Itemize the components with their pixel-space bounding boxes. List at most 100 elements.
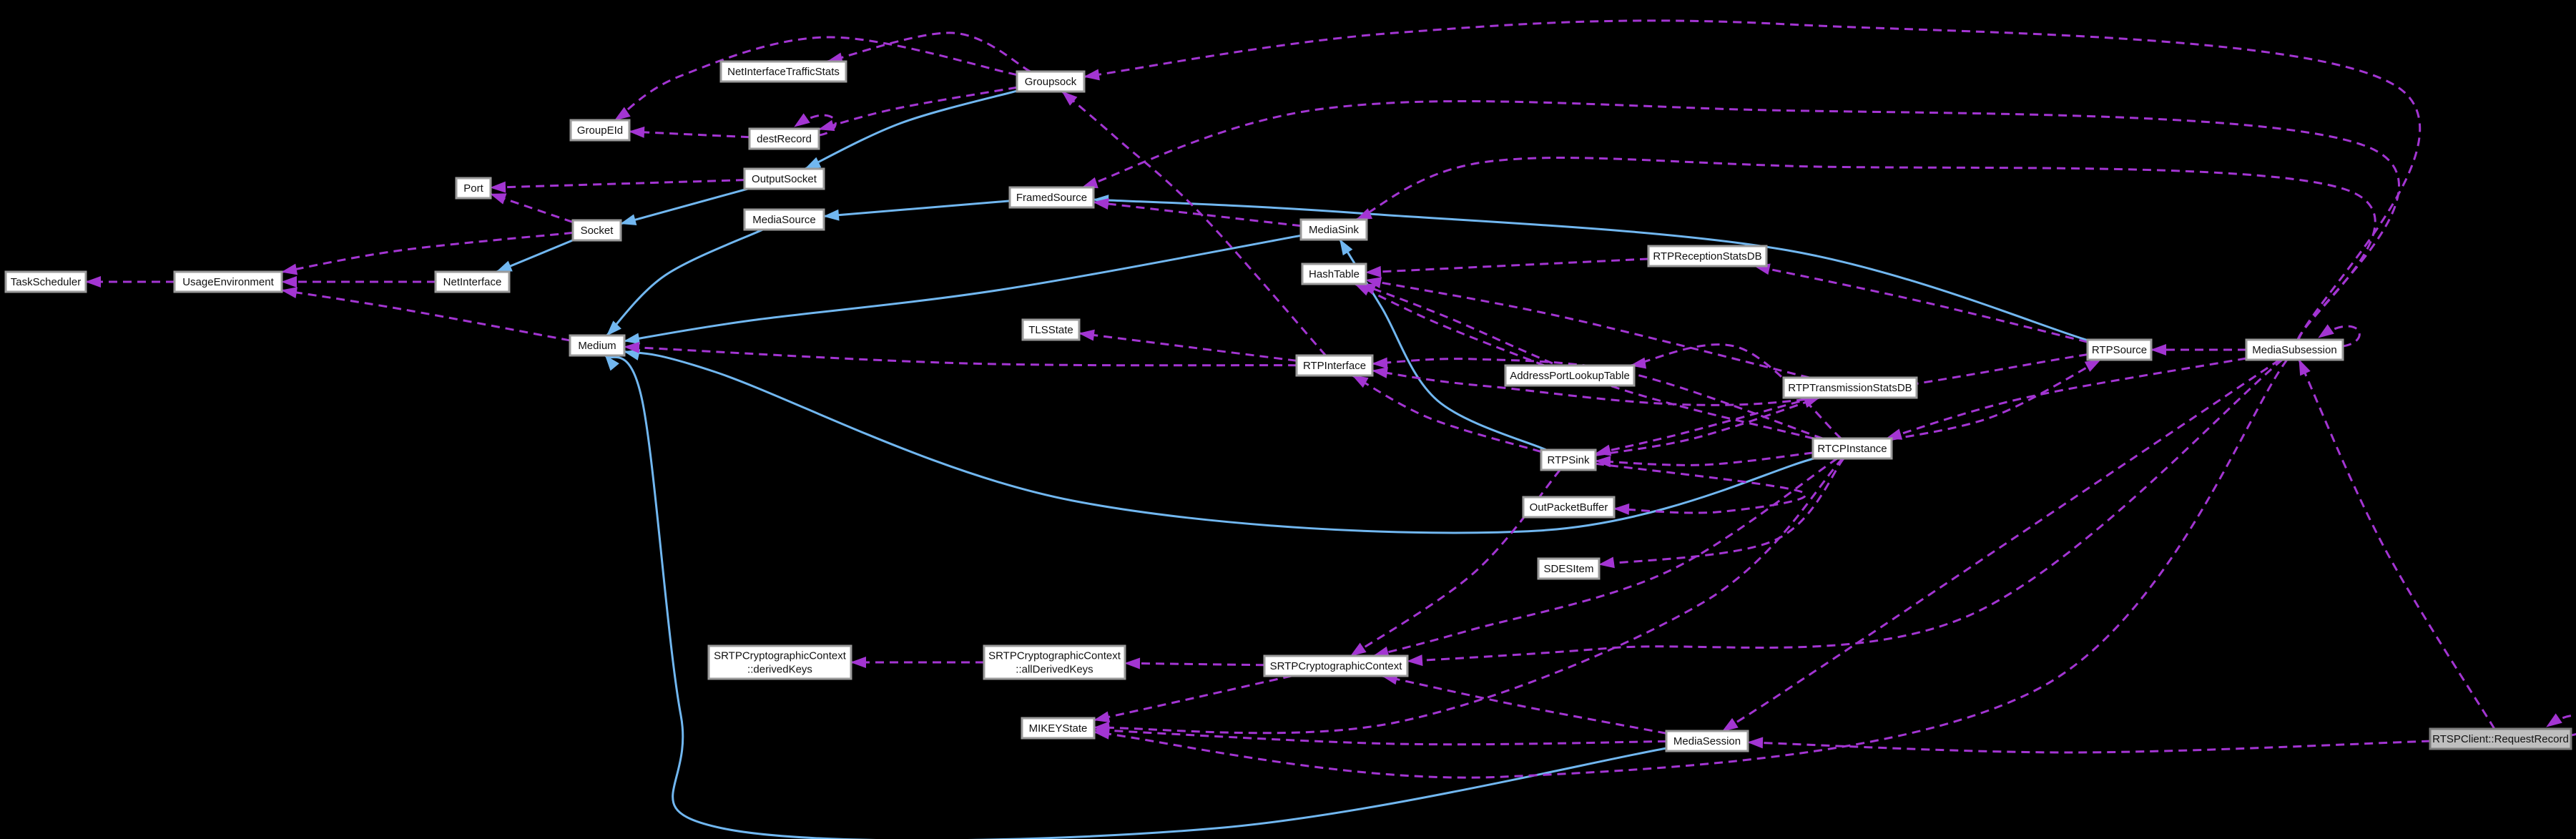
node-FramedSource[interactable]: FramedSource xyxy=(1008,186,1095,209)
edge-sock-ni-inherits xyxy=(496,239,574,273)
node-label: HashTable xyxy=(1309,268,1360,280)
node-OutPacketBuffer[interactable]: OutPacketBuffer xyxy=(1522,496,1616,519)
node-label: RTPInterface xyxy=(1303,360,1366,372)
node-NetInterface[interactable]: NetInterface xyxy=(434,270,511,293)
node-label: SRTPCryptographicContext xyxy=(714,650,847,662)
edge-msk-md-inherits xyxy=(624,234,1302,345)
node-label: RTCPInstance xyxy=(1817,443,1887,455)
node-HashTable[interactable]: HashTable xyxy=(1301,263,1367,285)
node-RTPInterface[interactable]: RTPInterface xyxy=(1295,354,1374,377)
node-label: MediaSource xyxy=(752,214,815,226)
node-MediaSink[interactable]: MediaSink xyxy=(1299,218,1368,241)
edge-msess-md-inherits xyxy=(604,354,1667,839)
node-SRTPCryptographicContext::allDerivedKeys[interactable]: SRTPCryptographicContext::allDerivedKeys xyxy=(983,644,1126,680)
edge-rsk-rtpi-uses xyxy=(1352,374,1542,453)
node-TLSState[interactable]: TLSState xyxy=(1021,318,1081,341)
node-RTPReceptionStatsDB[interactable]: RTPReceptionStatsDB xyxy=(1647,245,1768,268)
edge-rsk-sctx-uses xyxy=(1350,469,1561,657)
edge-rtcp-rsk-uses xyxy=(1595,451,1814,468)
node-Socket[interactable]: Socket xyxy=(571,219,622,242)
node-RTPTransmissionStatsDB[interactable]: RTPTransmissionStatsDB xyxy=(1782,376,1918,399)
node-destRecord[interactable]: destRecord xyxy=(748,127,820,150)
edge-msub-fs-uses xyxy=(1081,100,2400,340)
edges-layer xyxy=(85,19,2576,839)
node-label: NetInterfaceTrafficStats xyxy=(727,66,840,78)
edge-msub-mikey-uses xyxy=(1093,359,2289,779)
node-label: OutPacketBuffer xyxy=(1530,501,1608,514)
node-label: AddressPortLookupTable xyxy=(1510,370,1630,382)
edge-rsrc-fs-inherits xyxy=(1093,195,2088,342)
node-RTPSource[interactable]: RTPSource xyxy=(2086,338,2153,361)
node-GroupEId[interactable]: GroupEId xyxy=(569,119,631,142)
edge-rtdb-rsk-uses xyxy=(1595,396,1814,456)
node-Groupsock[interactable]: Groupsock xyxy=(1016,70,1086,93)
edge-rtcp-aplt-uses xyxy=(1630,343,1842,440)
node-label: NetInterface xyxy=(443,276,502,288)
node-label: SRTPCryptographicContext xyxy=(1270,660,1403,672)
node-SDESItem[interactable]: SDESItem xyxy=(1537,557,1601,580)
node-label: Groupsock xyxy=(1025,76,1077,88)
edge-msess-sctx-uses xyxy=(1381,673,1667,735)
edge-aplt-ht-uses xyxy=(1354,283,1545,367)
node-label: destRecord xyxy=(757,133,812,145)
edge-rsk-opb-uses xyxy=(1595,462,1807,515)
edge-gs-os-inherits xyxy=(804,89,1018,170)
node-Medium[interactable]: Medium xyxy=(569,334,626,357)
node-label: RTPSource xyxy=(2092,344,2147,356)
node-label: MediaSubsession xyxy=(2252,344,2336,356)
node-label: OutputSocket xyxy=(752,173,817,185)
edge-sctx-adk-uses xyxy=(1124,657,1265,669)
node-AddressPortLookupTable[interactable]: AddressPortLookupTable xyxy=(1504,364,1636,387)
node-label: UsageEnvironment xyxy=(182,276,274,288)
node-UsageEnvironment[interactable]: UsageEnvironment xyxy=(173,270,283,293)
node-RTPSink[interactable]: RTPSink xyxy=(1540,448,1597,471)
node-Port[interactable]: Port xyxy=(455,177,492,200)
edge-rtcp-sdes-uses xyxy=(1598,458,1845,569)
edge-rtpi-gs-uses xyxy=(1061,90,1327,356)
node-label: RTPSink xyxy=(1548,454,1590,466)
node-NetInterfaceTrafficStats[interactable]: NetInterfaceTrafficStats xyxy=(719,60,847,83)
node-label: MediaSession xyxy=(1673,735,1741,747)
edge-gs-dr-uses xyxy=(818,86,1018,132)
node-label: ::derivedKeys xyxy=(747,664,812,676)
edge-msub-msk-uses xyxy=(1355,157,2376,340)
edge-msk-fs-uses xyxy=(1093,198,1302,227)
edge-gs-nits-uses xyxy=(826,31,1031,73)
node-RTCPInstance[interactable]: RTCPInstance xyxy=(1811,437,1893,460)
edge-rtpi-tls-uses xyxy=(1078,329,1297,362)
edge-rr-msess-uses xyxy=(1747,737,2431,754)
node-label: ::allDerivedKeys xyxy=(1016,664,1093,676)
node-MIKEYState[interactable]: MIKEYState xyxy=(1021,717,1096,740)
node-MediaSubsession[interactable]: MediaSubsession xyxy=(2245,338,2344,361)
edge-rtdb-ht-uses xyxy=(1365,277,1810,379)
edge-fs-ms-inherits xyxy=(823,200,1011,221)
edge-rr-msub-uses xyxy=(2298,359,2496,730)
edge-msub-msess-uses xyxy=(1721,358,2281,732)
node-label: Socket xyxy=(581,225,614,237)
edge-rtcp-rtpi-uses xyxy=(1372,357,1824,440)
edge-rrdb-ht-uses xyxy=(1365,257,1649,278)
edge-ms-md-inherits xyxy=(606,228,764,337)
node-MediaSource[interactable]: MediaSource xyxy=(743,208,825,231)
node-RTSPClient::RequestRecord: RTSPClient::RequestRecord xyxy=(2429,727,2572,750)
edge-sock-port-uses xyxy=(490,192,574,223)
node-SRTPCryptographicContext[interactable]: SRTPCryptographicContext xyxy=(1263,654,1409,677)
node-TaskScheduler[interactable]: TaskScheduler xyxy=(4,270,87,293)
edge-msess-mikey-uses xyxy=(1093,725,1667,746)
edge-sock-ue-uses xyxy=(281,231,574,275)
edge-rtpi-md-uses xyxy=(624,341,1297,367)
node-label: GroupEId xyxy=(577,124,623,137)
edge-msub-rtcp-uses xyxy=(1885,357,2247,440)
node-SRTPCryptographicContext::derivedKeys[interactable]: SRTPCryptographicContext::derivedKeys xyxy=(707,644,852,680)
node-label: SDESItem xyxy=(1543,563,1593,575)
edge-rtcp-rsrc-uses xyxy=(1891,358,2101,441)
node-label: MediaSink xyxy=(1309,224,1360,236)
edge-msub-sctx-uses xyxy=(1407,358,2284,667)
edge-md-ue-uses xyxy=(281,287,571,342)
node-OutputSocket[interactable]: OutputSocket xyxy=(743,167,825,190)
edge-sctx-mikey-uses xyxy=(1093,674,1292,723)
node-label: Port xyxy=(463,182,483,195)
node-MediaSession[interactable]: MediaSession xyxy=(1665,730,1749,752)
node-label: RTSPClient::RequestRecord xyxy=(2432,733,2569,745)
